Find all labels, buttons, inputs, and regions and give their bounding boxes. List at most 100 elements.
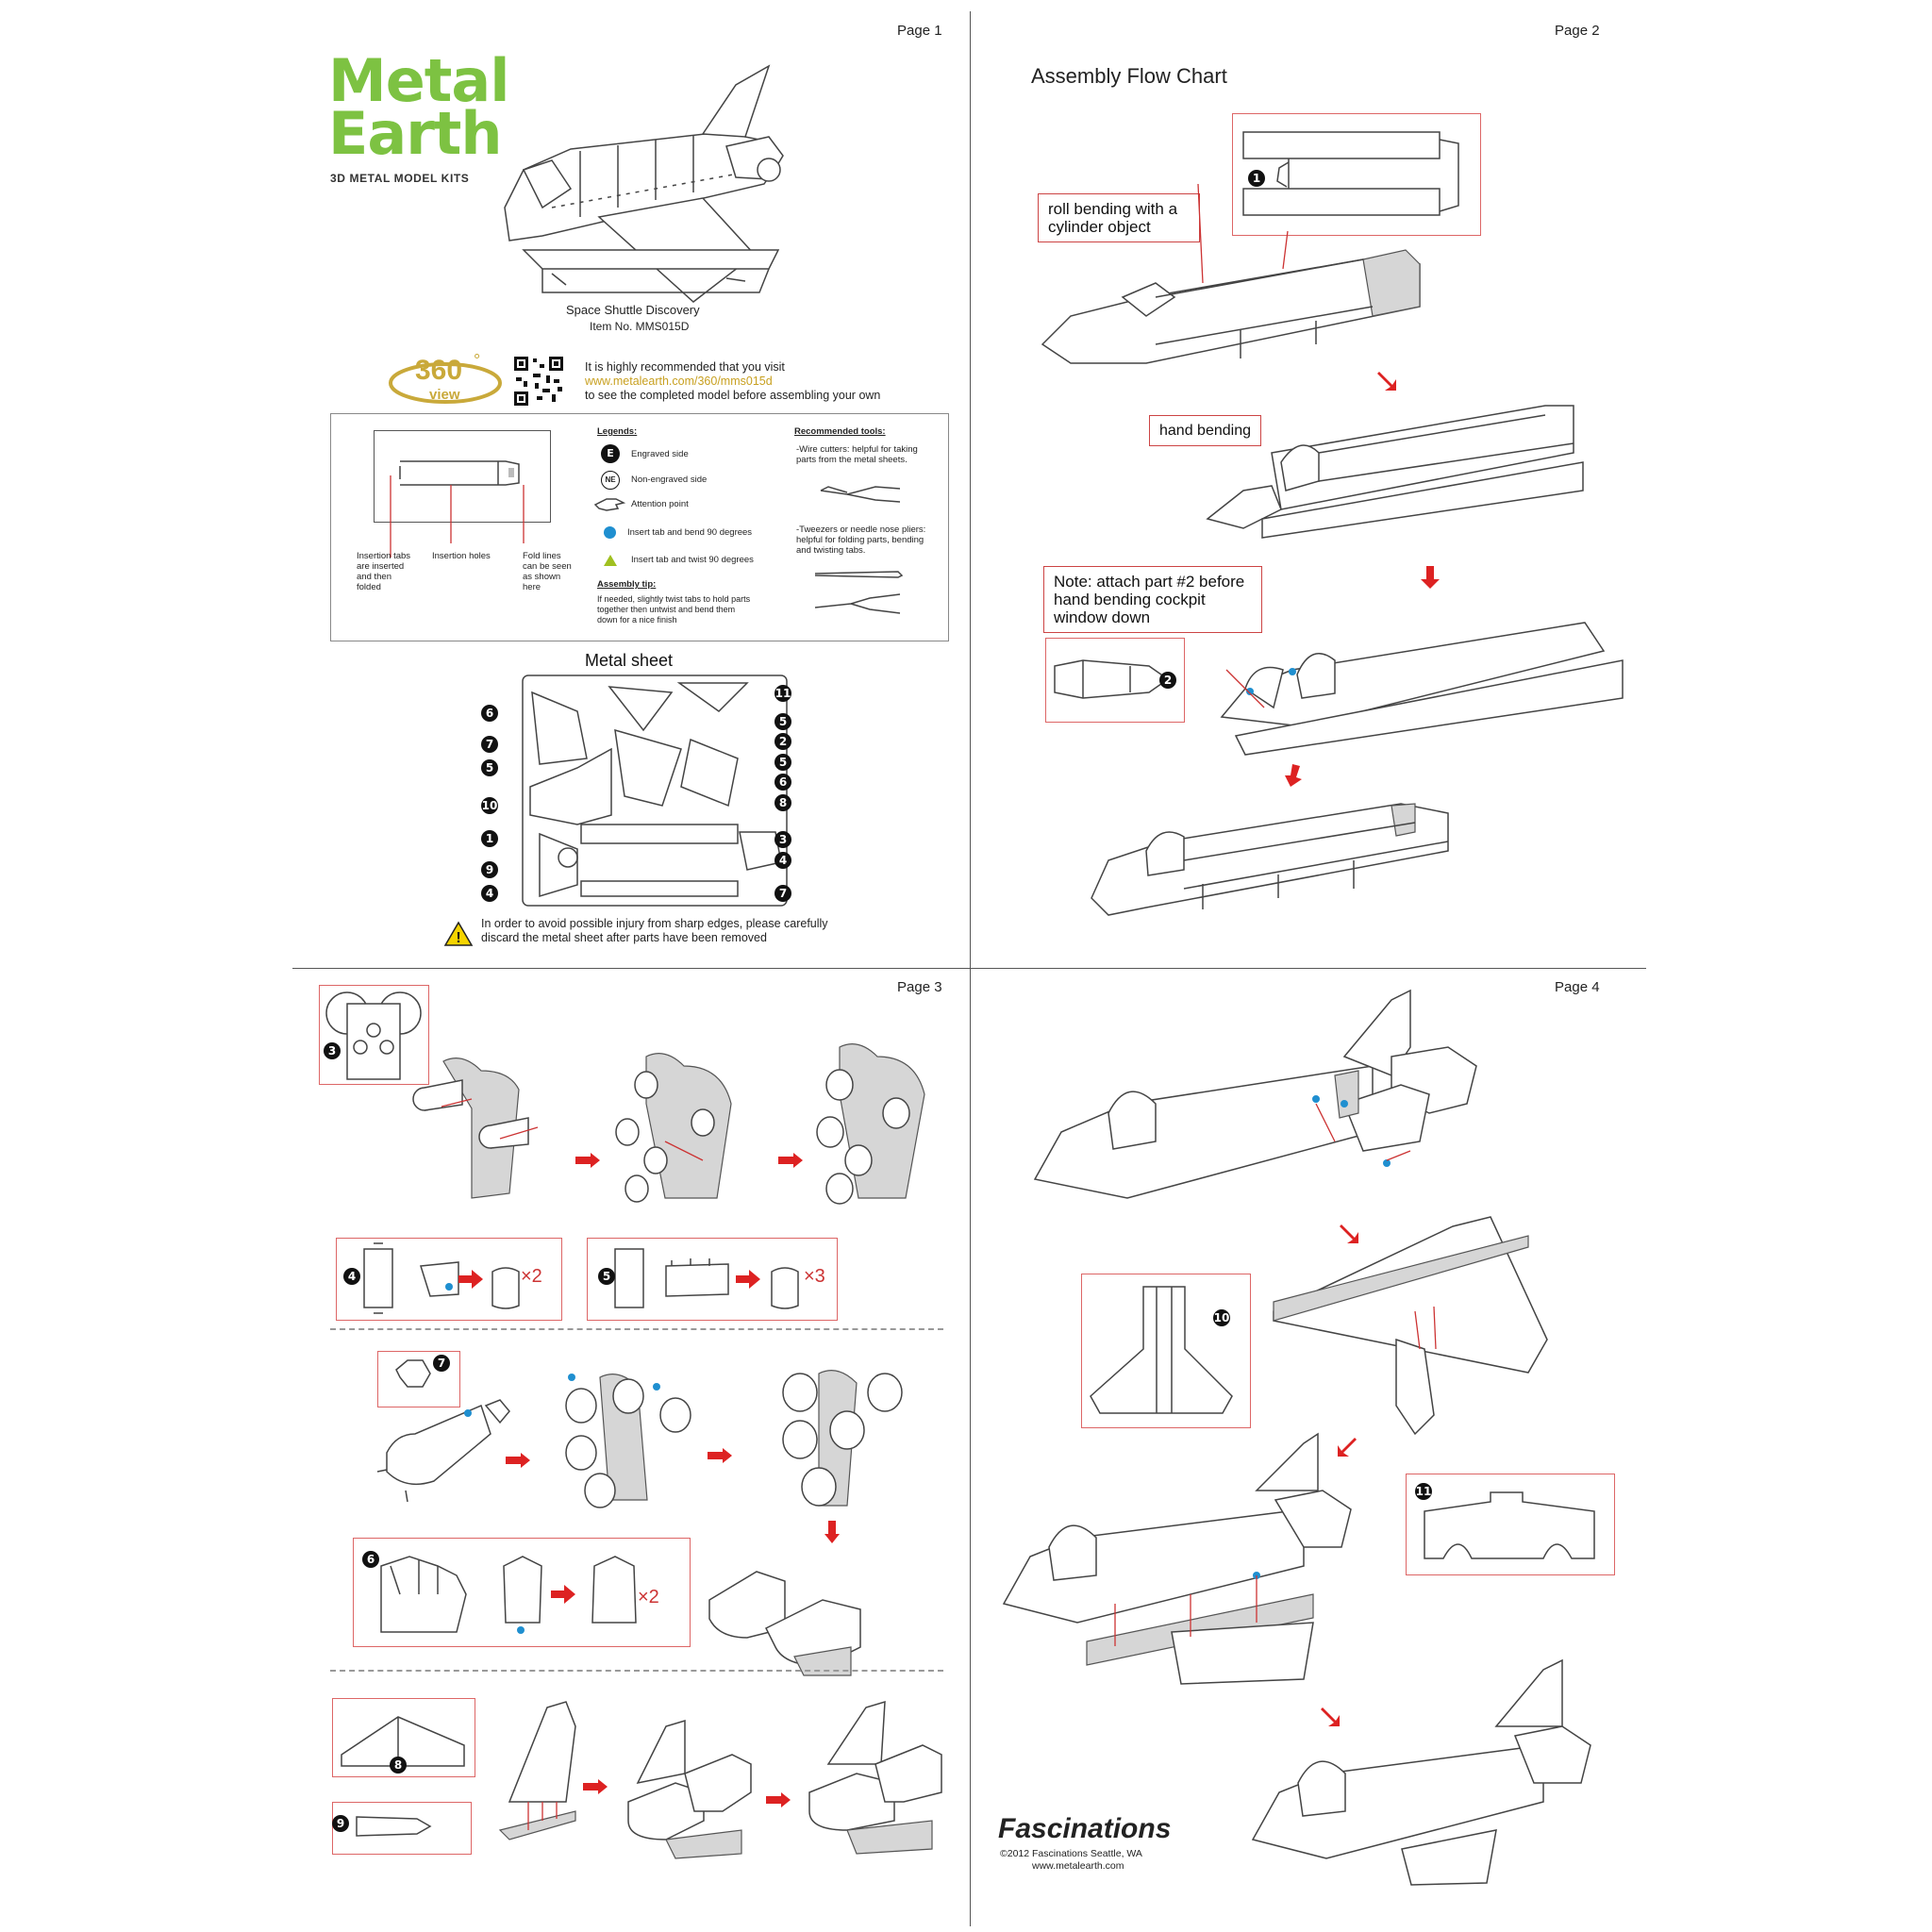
tweezers-icon [814, 571, 904, 614]
flow-arrow-icon [575, 1153, 600, 1168]
shuttle-hero-illustration [504, 64, 784, 303]
part11-detail-drawing [1424, 1491, 1595, 1559]
part2-detail-box [1045, 638, 1185, 723]
metal-sheet-drawing [522, 675, 788, 907]
part-number: 4 [343, 1268, 360, 1285]
engraved-side-icon: E [601, 444, 620, 463]
part-number: 10 [481, 797, 498, 815]
part6-detail-box [353, 1538, 691, 1647]
view360-url[interactable]: www.metalearth.com/360/mms015d [585, 375, 773, 388]
part11-detail-box [1406, 1474, 1615, 1575]
legend-twist-label: Insert tab and twist 90 degrees [631, 555, 754, 565]
step-tail-assembled [808, 1700, 942, 1855]
assembly-tip-text: If needed, slightly twist tabs to hold p… [597, 594, 751, 625]
step-boosters-2 [615, 1053, 732, 1203]
green-triangle-icon [604, 555, 617, 566]
step2-fuselage-drawing [1206, 405, 1584, 539]
part1-detail-drawing [1242, 131, 1459, 216]
brand-tagline: 3D METAL MODEL KITS [330, 172, 470, 185]
legend-panel [330, 413, 949, 641]
qr-code-icon[interactable] [514, 357, 563, 406]
part-number: 7 [481, 735, 498, 753]
section-divider [330, 1670, 943, 1672]
step-tail-attach [627, 1719, 752, 1859]
part-number: 3 [774, 831, 791, 848]
legend-bend-label: Insert tab and bend 90 degrees [627, 527, 753, 538]
page-label: Page 4 [1555, 979, 1600, 995]
part-number: 2 [1159, 672, 1176, 689]
legends-title: Legends: [597, 426, 638, 437]
svg-text:!: ! [456, 930, 460, 946]
step-tail-fin [498, 1701, 576, 1840]
view360-badge[interactable]: 360 ° view [387, 351, 505, 408]
label-insertion-tabs: Insertion tabs are inserted and then fol… [357, 551, 411, 592]
part9-detail-drawing [356, 1816, 432, 1837]
view360-line3: to see the completed model before assemb… [585, 389, 881, 402]
part-number: 9 [332, 1815, 349, 1832]
part10-detail-box [1081, 1274, 1251, 1428]
part-number: 8 [774, 793, 791, 811]
multiplier-part5: ×3 [804, 1266, 825, 1287]
step-boosters-3 [816, 1043, 925, 1205]
part-number: 3 [324, 1042, 341, 1059]
flow-arrow-icon [824, 1521, 840, 1543]
step-wing-attach [1273, 1216, 1548, 1436]
metal-sheet-title: Metal sheet [585, 651, 674, 670]
flow-arrow-icon [778, 1153, 803, 1168]
part8-detail-box [332, 1698, 475, 1777]
part-number: 5 [481, 758, 498, 776]
part4-detail-drawing [363, 1242, 520, 1314]
assembly-tip-title: Assembly tip: [597, 579, 657, 590]
flow-arrow-icon [1421, 566, 1440, 589]
step1-fuselage-drawing [1041, 183, 1421, 364]
part-number: 7 [433, 1355, 450, 1372]
badge-word: view [429, 387, 460, 403]
part7-detail-box [377, 1351, 460, 1407]
page-label: Page 1 [897, 23, 942, 39]
vertical-divider [970, 11, 971, 1926]
section-divider [330, 1328, 943, 1330]
sheet-right-numbers: 11 5 2 5 6 8 3 4 7 [774, 683, 791, 904]
flow-arrow-icon [583, 1779, 608, 1794]
safety-warning: In order to avoid possible injury from s… [481, 917, 828, 944]
callout-note-part2: Note: attach part #2 before hand bending… [1043, 566, 1262, 633]
flow-arrow-icon [708, 1448, 732, 1463]
publisher-logo: Fascinations [998, 1813, 1172, 1844]
flow-arrow-icon [1338, 1438, 1357, 1457]
legend-engraved-label: Engraved side [631, 449, 689, 459]
part-number: 11 [774, 685, 791, 702]
part1-detail-box [1232, 113, 1481, 236]
tools-title: Recommended tools: [794, 426, 886, 437]
step-boosters-1 [412, 1058, 539, 1199]
step-nozzles-assembled [782, 1370, 903, 1507]
part5-detail-box [587, 1238, 838, 1321]
label-fold-lines: Fold lines can be seen as shown here [523, 551, 572, 592]
brand-line2: Earth [328, 99, 503, 168]
part3-detail-drawing [325, 991, 422, 1080]
part-number: 9 [481, 860, 498, 878]
part-number: 5 [774, 753, 791, 771]
flow-arrow-icon [1321, 1707, 1340, 1726]
part5-detail-drawing [614, 1248, 799, 1309]
badge-number: 360 [415, 355, 463, 386]
part-number: 6 [362, 1551, 379, 1568]
legend-attention-label: Attention point [631, 499, 689, 509]
part4-detail-box [336, 1238, 562, 1321]
multiplier-part4: ×2 [521, 1266, 542, 1287]
pointing-hand-icon [593, 498, 626, 511]
tool-wire-cutters: -Wire cutters: helpful for taking parts … [796, 444, 918, 465]
legend-non-engraved-label: Non-engraved side [631, 475, 708, 485]
part10-detail-drawing [1090, 1286, 1233, 1414]
non-engraved-side-icon: NE [601, 471, 620, 490]
website[interactable]: www.metalearth.com [1032, 1860, 1124, 1872]
part-number: 5 [774, 712, 791, 730]
part-number: 1 [481, 830, 498, 848]
flowchart-title: Assembly Flow Chart [1031, 64, 1227, 88]
label-insertion-holes: Insertion holes [432, 551, 491, 561]
step4-fuselage-drawing [1091, 803, 1449, 916]
sheet-left-numbers: 6 7 5 10 1 9 4 [481, 702, 498, 906]
brand-logo: Metal Earth [328, 52, 509, 168]
item-number: Item No. MMS015D [590, 320, 690, 333]
page-label: Page 2 [1555, 23, 1600, 39]
flow-arrow-icon [1285, 764, 1302, 787]
